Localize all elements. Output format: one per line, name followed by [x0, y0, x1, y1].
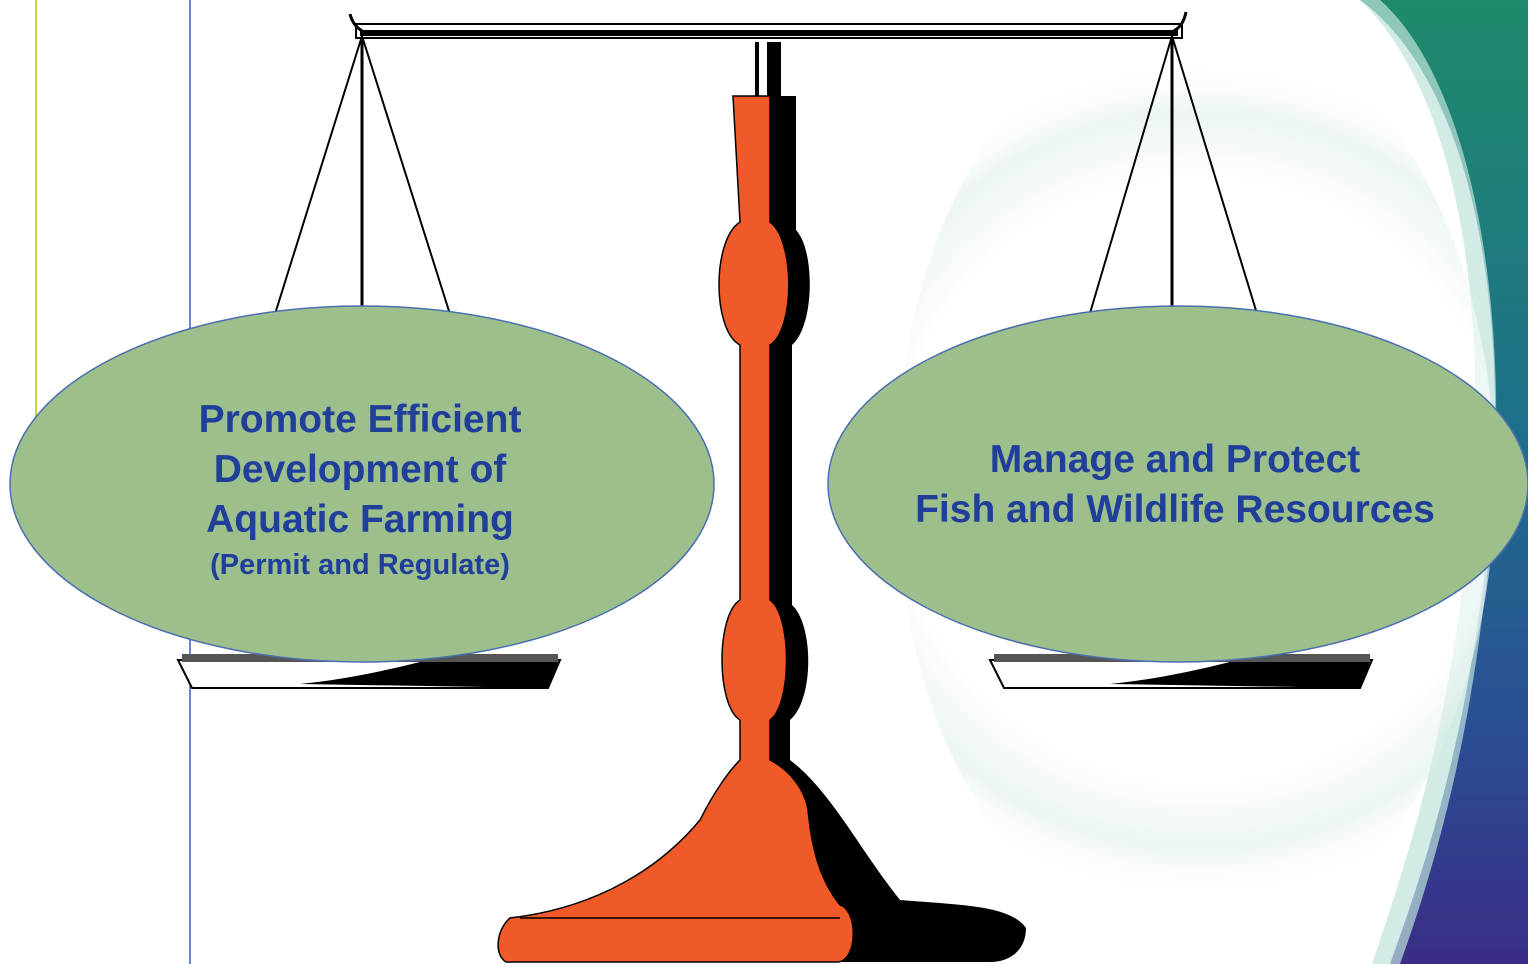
right-pan-strings [1084, 35, 1263, 331]
left-pan-ellipse [9, 305, 715, 663]
left-pan-line-1: Promote Efficient [198, 398, 522, 441]
right-pan-line-1: Manage and Protect [989, 438, 1361, 481]
right-pan-label: Manage and Protect Fish and Wildlife Res… [850, 430, 1500, 540]
left-pan-note: (Permit and Regulate) [210, 549, 510, 581]
left-pan-strings [269, 35, 456, 331]
scale-post [497, 42, 1026, 963]
left-pan-line-3: Aquatic Farming [206, 498, 514, 541]
left-pan-line-2: Development of [213, 448, 507, 491]
scale-beam [348, 11, 1188, 39]
right-pan-ellipse [827, 305, 1528, 663]
left-pan-label: Promote Efficient Development of Aquatic… [120, 380, 600, 600]
right-pan-line-2: Fish and Wildlife Resources [915, 488, 1435, 531]
